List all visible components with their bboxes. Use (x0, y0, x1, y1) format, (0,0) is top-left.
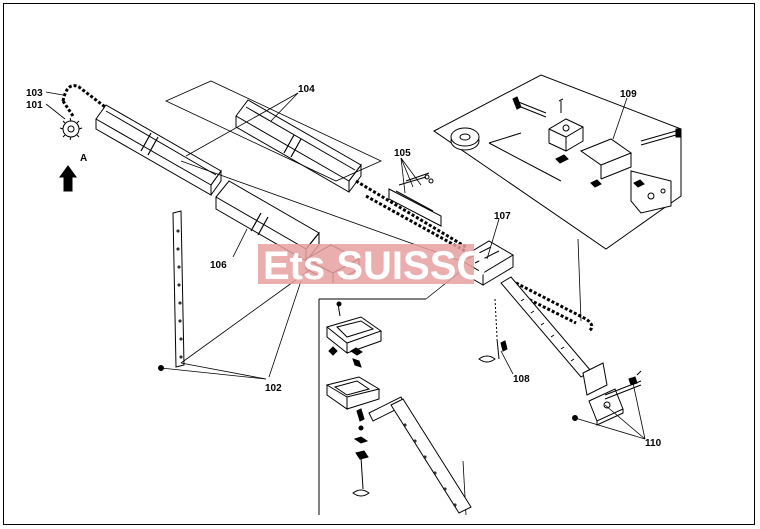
door-bracket (572, 362, 642, 426)
idler-bracket-panel (433, 74, 682, 250)
idler-guide-line (577, 238, 582, 322)
mounting-bracket (579, 128, 682, 214)
part-label-108: 108 (513, 374, 530, 385)
leader-lines-102 (160, 268, 312, 380)
bracket-block (548, 118, 584, 164)
exploded-diagram: Ets SUISSO 103 101 A 104 105 106 107 108… (26, 74, 682, 516)
watermark: Ets SUISSO (258, 244, 488, 288)
rail-section-upper-right (235, 99, 362, 193)
leader-lines (45, 91, 628, 375)
rail-guide-panel (165, 80, 382, 182)
part-label-104: 104 (298, 84, 315, 95)
leader-lines-110 (574, 382, 646, 440)
trolley-detail-box (318, 270, 472, 516)
chain-upper-left (61, 84, 114, 117)
part-label-103: 103 (26, 88, 43, 99)
drive-sprocket (59, 117, 83, 141)
direction-label: A (80, 153, 87, 164)
rail-section-upper-left (95, 104, 222, 196)
part-label-109: 109 (620, 89, 637, 100)
perforated-hanger-strip (172, 210, 185, 368)
tension-bolt (512, 96, 564, 118)
diagram-frame: Ets SUISSO 103 101 A 104 105 106 107 108… (3, 3, 755, 525)
part-label-102: 102 (265, 383, 282, 394)
part-label-105: 105 (394, 148, 411, 159)
part-label-107: 107 (494, 211, 511, 222)
part-label-101: 101 (26, 100, 43, 111)
perforated-arm (500, 276, 592, 378)
part-label-110: 110 (645, 438, 662, 449)
direction-arrow-icon (59, 165, 77, 192)
watermark-text: Ets SUISSO (263, 244, 488, 288)
part-label-106: 106 (210, 260, 227, 271)
idler-pulley (450, 127, 480, 151)
chain-tensioner (388, 172, 442, 227)
chain-middle (355, 179, 477, 259)
clevis-pin (478, 298, 508, 363)
